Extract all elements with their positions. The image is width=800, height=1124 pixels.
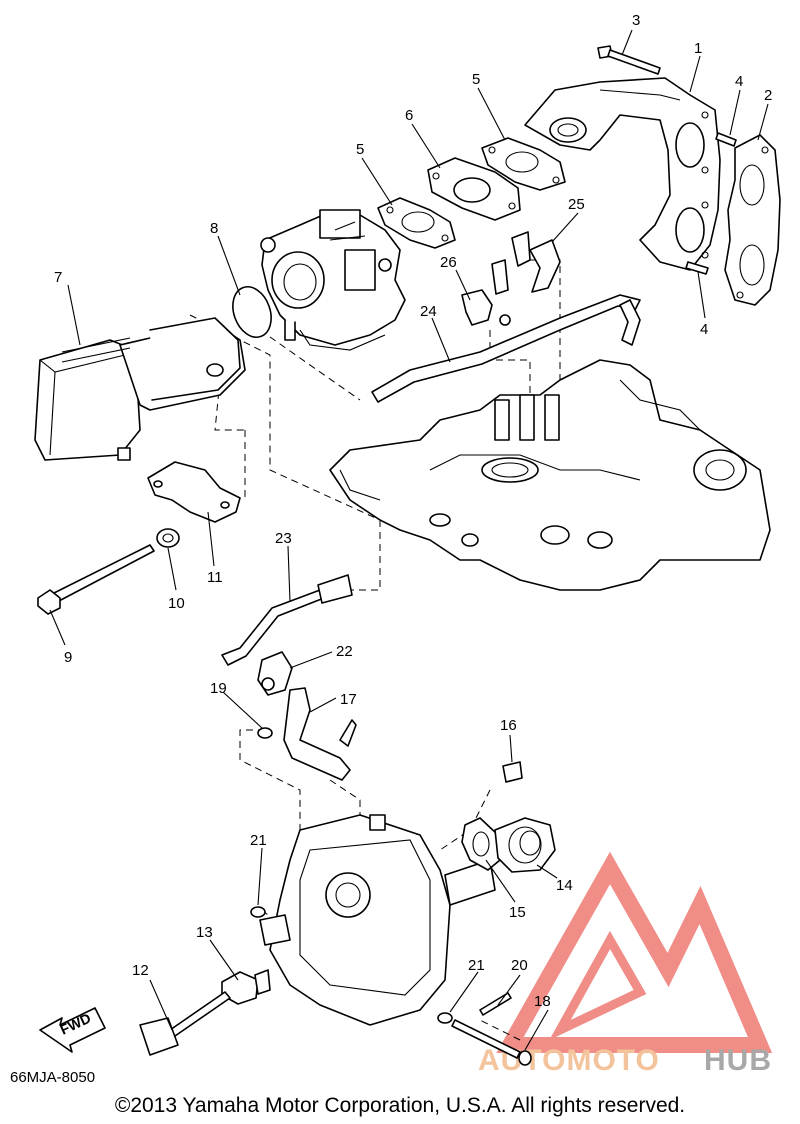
callout-22: 22 xyxy=(336,643,353,660)
callout-9: 9 xyxy=(64,649,72,666)
callout-11: 11 xyxy=(207,569,223,586)
choke-rod-12 xyxy=(139,991,231,1056)
callout-25: 25 xyxy=(568,196,585,213)
callout-6: 6 xyxy=(405,107,413,124)
clamp-25 xyxy=(511,231,561,293)
dowel-pin-upper xyxy=(715,132,737,147)
o-ring xyxy=(232,286,272,338)
bellows-14 xyxy=(494,817,556,873)
callout-16: 16 xyxy=(500,717,517,734)
insulator-6 xyxy=(427,157,521,221)
callout-24: 24 xyxy=(420,303,437,320)
fuel-hose xyxy=(371,294,641,403)
air-box-housing xyxy=(259,814,496,1026)
callout-4-lower: 4 xyxy=(700,321,708,338)
callout-3: 3 xyxy=(632,12,640,29)
callout-14: 14 xyxy=(556,877,573,894)
callout-26: 26 xyxy=(440,254,457,271)
callout-20: 20 xyxy=(511,957,528,974)
choke-knob-13 xyxy=(221,969,271,1005)
callout-21-left: 21 xyxy=(250,832,267,849)
pin-20 xyxy=(479,992,512,1016)
washer-21-right xyxy=(437,1012,453,1024)
manifold-gasket xyxy=(724,134,781,306)
callout-7: 7 xyxy=(54,269,62,286)
diagram-part-code: 66MJA-8050 xyxy=(10,1069,95,1086)
washer-21-left xyxy=(250,906,266,918)
washer-19 xyxy=(257,727,273,739)
callout-23: 23 xyxy=(275,530,292,547)
clamp-26 xyxy=(461,259,511,326)
carburetor xyxy=(260,209,406,351)
screw-16 xyxy=(502,761,523,783)
callout-10: 10 xyxy=(168,595,185,612)
watermark-triangle xyxy=(496,851,773,1053)
callout-12: 12 xyxy=(132,962,149,979)
throttle-lever xyxy=(283,687,357,781)
callout-15: 15 xyxy=(509,904,526,921)
grommet xyxy=(156,528,180,548)
watermark-text-hub: HUB xyxy=(704,1044,772,1077)
callout-leader-lines xyxy=(49,29,769,1051)
callout-13: 13 xyxy=(196,924,213,941)
intake-manifold xyxy=(524,77,721,271)
gasket-5-upper xyxy=(481,137,566,191)
callout-17: 17 xyxy=(340,691,357,708)
link-rod xyxy=(221,574,353,666)
callout-19: 19 xyxy=(210,680,227,697)
shaft-18 xyxy=(451,1019,532,1066)
long-bolt xyxy=(37,544,155,615)
manifold-bolt xyxy=(597,45,661,75)
copyright-notice: ©2013 Yamaha Motor Corporation, U.S.A. A… xyxy=(115,1094,685,1117)
callout-4-upper: 4 xyxy=(735,73,743,90)
callout-5-lower: 5 xyxy=(356,141,364,158)
rod-clip xyxy=(257,651,293,696)
bracket xyxy=(147,461,241,523)
fwd-direction-arrow: FWD xyxy=(39,1007,106,1053)
gasket-5-lower xyxy=(377,197,456,249)
callout-2: 2 xyxy=(764,87,772,104)
gasket-15 xyxy=(461,817,501,871)
callout-18: 18 xyxy=(534,993,551,1010)
dowel-pin-lower xyxy=(685,261,709,275)
callout-8: 8 xyxy=(210,220,218,237)
silencer-box xyxy=(34,317,246,461)
callout-21-right: 21 xyxy=(468,957,485,974)
cylinder-block xyxy=(329,359,771,591)
callout-1: 1 xyxy=(694,40,702,57)
callout-numbers: 1 2 3 4 4 5 5 6 7 8 9 10 11 12 13 14 15 … xyxy=(54,12,772,1010)
callout-5-upper: 5 xyxy=(472,71,480,88)
